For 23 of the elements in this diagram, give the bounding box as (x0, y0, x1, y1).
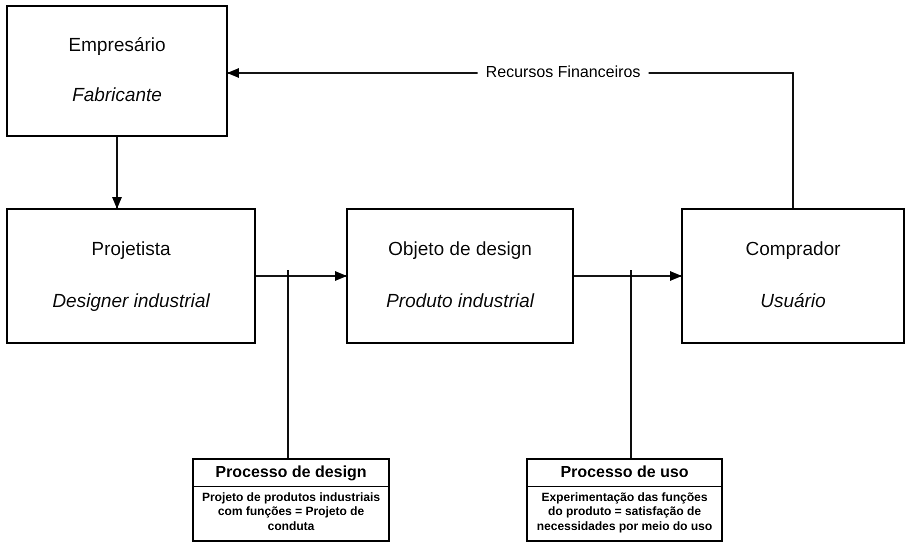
arrow (256, 271, 347, 281)
leader-line (287, 270, 289, 458)
box-subtitle: Produto industrial (386, 291, 534, 313)
process-box (526, 458, 723, 542)
process-title: Processo de design (194, 460, 388, 487)
box-title: Objeto de design (388, 239, 532, 261)
process-description: Projeto de produtos industriais com funções = Projeto de conduta (200, 489, 381, 535)
process-description: Experimentação das funções do produto = satisfação de necessidades por meio do uso (536, 489, 714, 535)
arrow (574, 271, 682, 281)
actor-box (346, 208, 574, 344)
box-title: Comprador (745, 239, 841, 261)
process-title: Processo de uso (528, 460, 721, 487)
actor-box (6, 5, 228, 137)
actor-box (681, 208, 905, 344)
arrow (112, 137, 122, 209)
box-subtitle: Usuário (760, 291, 826, 313)
box-title: Projetista (91, 239, 171, 261)
leader-line (630, 270, 632, 458)
box-subtitle: Designer industrial (52, 291, 210, 313)
process-box (192, 458, 390, 542)
actor-box (6, 208, 256, 344)
box-title: Empresário (68, 35, 166, 57)
box-subtitle: Fabricante (72, 85, 162, 107)
